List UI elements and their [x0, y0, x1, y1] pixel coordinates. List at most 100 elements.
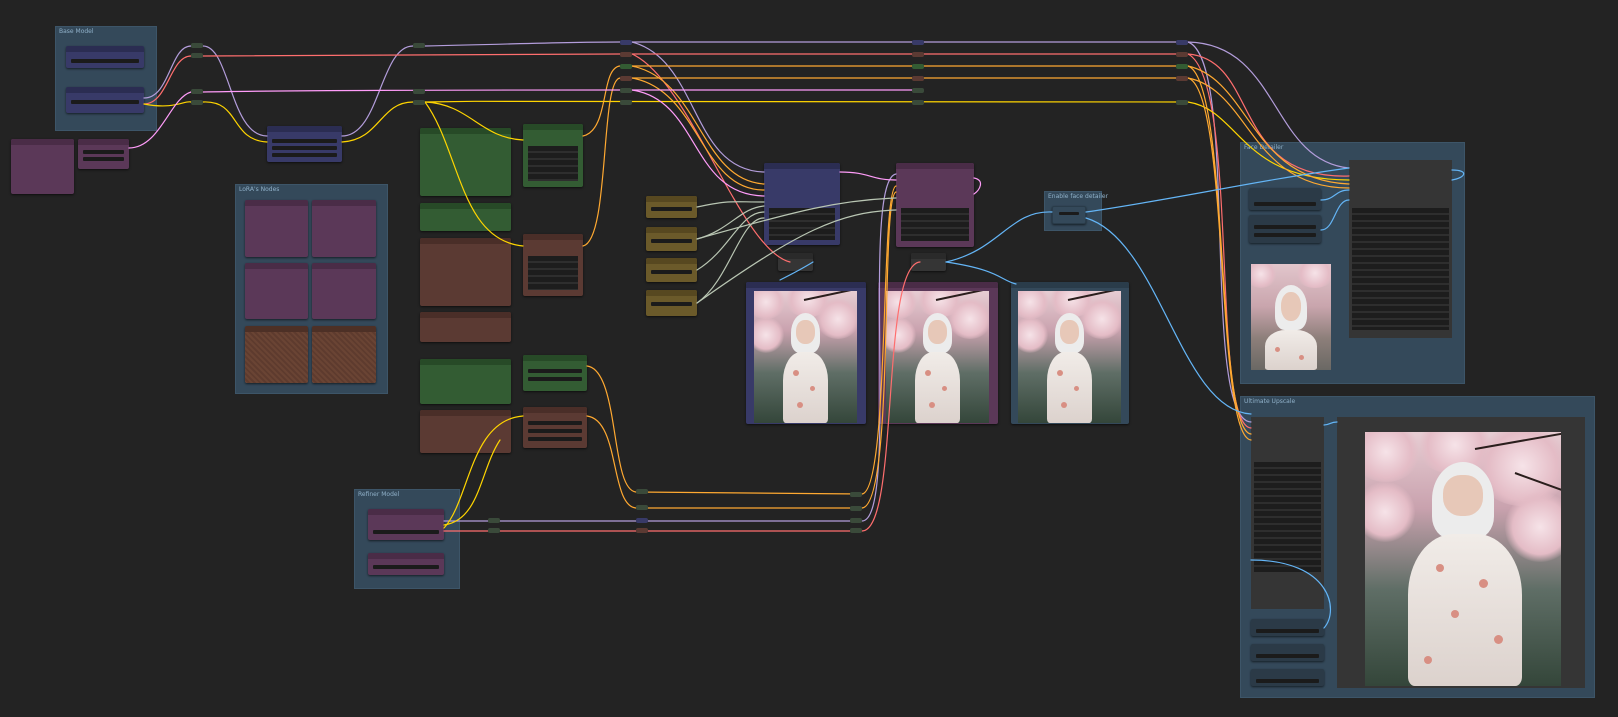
- wire-image: [945, 261, 1017, 285]
- reroute-node[interactable]: [850, 528, 862, 533]
- reroute-node[interactable]: [912, 100, 924, 105]
- positive-encode-node[interactable]: [523, 124, 583, 187]
- wire-int: [696, 211, 765, 271]
- reroute-node[interactable]: [620, 40, 632, 45]
- wire-conditioning: [586, 415, 863, 509]
- reroute-node[interactable]: [413, 43, 425, 48]
- wire-model: [202, 45, 268, 137]
- empty-latent-node[interactable]: [11, 139, 74, 194]
- reroute-node[interactable]: [1176, 52, 1188, 57]
- wire-clip: [202, 101, 268, 143]
- reroute-node[interactable]: [1176, 76, 1188, 81]
- reroute-node[interactable]: [912, 76, 924, 81]
- reroute-node[interactable]: [850, 492, 862, 497]
- wire-clip: [424, 99, 1189, 103]
- negative-prompt-node[interactable]: [420, 238, 511, 306]
- preview-image-1: [754, 291, 857, 423]
- positive-prompt-node[interactable]: [420, 128, 511, 196]
- face-detailer-node[interactable]: [1349, 160, 1452, 338]
- reroute-node[interactable]: [413, 89, 425, 94]
- reroute-node[interactable]: [1176, 100, 1188, 105]
- wire-latent: [631, 89, 765, 197]
- reroute-node[interactable]: [850, 518, 862, 523]
- base-ksampler-node[interactable]: [764, 163, 840, 245]
- negative-encode-node[interactable]: [523, 234, 583, 296]
- refiner-negative-encode-node[interactable]: [523, 407, 587, 448]
- wire-latent: [839, 171, 897, 181]
- group-title: Face Detailer: [1244, 144, 1284, 151]
- lora-stack-node[interactable]: [267, 126, 342, 162]
- face-detailer-loader-1[interactable]: [1249, 188, 1321, 210]
- group-title: LoRA's Nodes: [239, 186, 280, 193]
- lora-node-4[interactable]: [312, 263, 376, 319]
- refiner-negative-prompt-node[interactable]: [420, 410, 511, 453]
- reroute-node[interactable]: [1176, 64, 1188, 69]
- lora-node-2[interactable]: [312, 200, 376, 257]
- reroute-node[interactable]: [912, 40, 924, 45]
- face-detailer-loader-2[interactable]: [1249, 215, 1321, 243]
- positive-prompt-extra-node[interactable]: [420, 203, 511, 231]
- reroute-node[interactable]: [620, 52, 632, 57]
- refiner-positive-prompt-node[interactable]: [420, 359, 511, 404]
- reroute-node[interactable]: [912, 88, 924, 93]
- lora-node-6[interactable]: [312, 326, 376, 383]
- reroute-node[interactable]: [620, 88, 632, 93]
- refiner-positive-encode-node[interactable]: [523, 355, 587, 391]
- vae-decode-node-1[interactable]: [778, 253, 813, 271]
- wire-model: [424, 41, 1189, 47]
- reroute-node[interactable]: [413, 100, 425, 105]
- wire-latent: [973, 177, 982, 195]
- checkpoint-loader-node[interactable]: [66, 46, 144, 68]
- reroute-node[interactable]: [912, 52, 924, 57]
- preview-image-3: [1018, 291, 1121, 423]
- reroute-node[interactable]: [191, 43, 203, 48]
- reroute-node[interactable]: [191, 89, 203, 94]
- wire-conditioning: [582, 77, 621, 247]
- reroute-node[interactable]: [636, 505, 648, 510]
- group-title: Refiner Model: [358, 491, 400, 498]
- steps-primitive-node[interactable]: [646, 227, 697, 251]
- lora-node-3[interactable]: [245, 263, 308, 319]
- upscale-param-node-2[interactable]: [1251, 669, 1324, 686]
- cfg-primitive-node[interactable]: [646, 258, 697, 282]
- reroute-node[interactable]: [620, 100, 632, 105]
- upscale-model-loader[interactable]: [1251, 619, 1324, 636]
- reroute-node[interactable]: [488, 518, 500, 523]
- group-base-model[interactable]: Base Model: [55, 26, 157, 131]
- reroute-node[interactable]: [620, 76, 632, 81]
- lora-node-1[interactable]: [245, 200, 308, 257]
- wire-int: [696, 205, 765, 240]
- refiner-steps-primitive-node[interactable]: [646, 290, 697, 316]
- wire-model: [631, 41, 765, 173]
- reroute-node[interactable]: [636, 518, 648, 523]
- reroute-node[interactable]: [1176, 40, 1188, 45]
- lora-node-5[interactable]: [245, 326, 308, 383]
- reroute-node[interactable]: [912, 64, 924, 69]
- reroute-node[interactable]: [191, 53, 203, 58]
- wire-model: [341, 45, 414, 137]
- vae-decode-node-2[interactable]: [911, 253, 946, 271]
- ultimate-upscale-node[interactable]: [1251, 417, 1324, 609]
- reroute-node[interactable]: [620, 64, 632, 69]
- refiner-checkpoint-node[interactable]: [368, 509, 444, 540]
- negative-prompt-extra-node[interactable]: [420, 312, 511, 342]
- reroute-node[interactable]: [191, 100, 203, 105]
- seed-primitive-node[interactable]: [646, 196, 697, 218]
- reroute-node[interactable]: [488, 528, 500, 533]
- latent-size-node[interactable]: [78, 139, 129, 169]
- vae-loader-node[interactable]: [66, 87, 144, 113]
- group-title: Base Model: [59, 28, 94, 35]
- group-title: Enable face detailer: [1048, 193, 1109, 200]
- face-detailer-switch-node[interactable]: [1052, 206, 1086, 224]
- refiner-vae-node[interactable]: [368, 553, 444, 575]
- reroute-node[interactable]: [850, 506, 862, 511]
- reroute-node[interactable]: [636, 489, 648, 494]
- upscale-param-node-1[interactable]: [1251, 644, 1324, 661]
- refiner-ksampler-node[interactable]: [896, 163, 974, 247]
- wire-latent: [202, 89, 913, 93]
- wire-conditioning: [631, 77, 765, 191]
- group-title: Ultimate Upscale: [1244, 398, 1296, 405]
- preview-image-2: [886, 291, 989, 423]
- reroute-node[interactable]: [636, 528, 648, 533]
